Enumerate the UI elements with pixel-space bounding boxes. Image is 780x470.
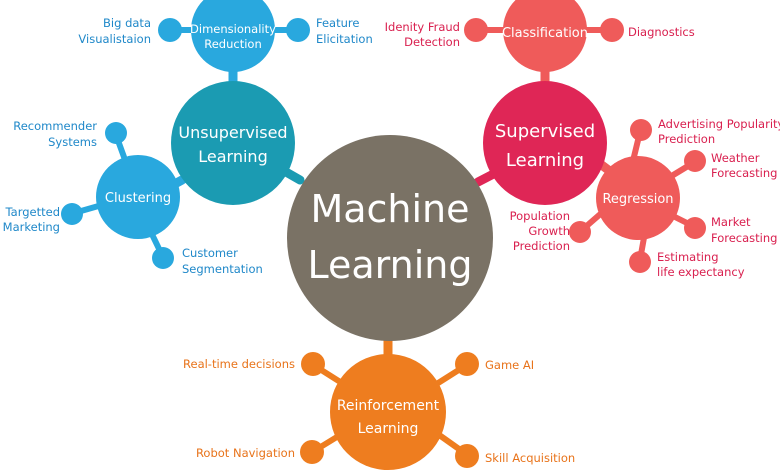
leaf-label-population-2: Growth xyxy=(528,224,570,238)
leaf-label-advertising-2: Prediction xyxy=(658,132,715,146)
leaf-label-customer-2: Segmentation xyxy=(182,262,263,276)
leaf-label-market-2: Forecasting xyxy=(711,231,777,245)
leaf-dot-bigdata xyxy=(158,18,182,42)
node-center: Machine Learning xyxy=(287,135,493,341)
node-reinforcement: Reinforcement Learning xyxy=(330,354,446,470)
leaf-dot-customer xyxy=(152,247,174,269)
reinforcement-leaf-labels: Real-time decisions Game AI Robot Naviga… xyxy=(183,357,575,465)
dimensionality-circle xyxy=(191,0,275,72)
center-circle xyxy=(287,135,493,341)
leaf-label-population-3: Prediction xyxy=(513,239,570,253)
center-label-2: Learning xyxy=(308,243,473,287)
leaf-dot-population xyxy=(569,221,591,243)
reinforcement-circle xyxy=(330,354,446,470)
unsupervised-circle xyxy=(171,81,295,205)
leaf-label-gameai: Game AI xyxy=(485,358,534,372)
leaf-label-skill: Skill Acquisition xyxy=(485,451,575,465)
leaf-label-advertising-1: Advertising Popularity xyxy=(658,117,780,131)
leaf-label-population-1: Population xyxy=(510,209,570,223)
leaf-dot-realtime xyxy=(301,352,325,376)
node-unsupervised: Unsupervised Learning xyxy=(171,81,295,205)
leaf-label-targetted-2: Marketing xyxy=(3,220,60,234)
dimensionality-label-2: Reduction xyxy=(204,37,262,51)
classification-label: Classification xyxy=(502,26,588,41)
reinforcement-label-1: Reinforcement xyxy=(337,398,440,414)
leaf-label-diagnostics: Diagnostics xyxy=(628,25,695,39)
node-clustering: Clustering xyxy=(96,155,180,239)
leaf-dot-fraud xyxy=(464,18,488,42)
dimensionality-label-1: Dimensionality xyxy=(190,22,276,36)
leaf-dot-robot xyxy=(300,440,324,464)
node-dimensionality: Dimensionality Reduction xyxy=(190,0,276,72)
reinforcement-label-2: Learning xyxy=(358,421,419,437)
leaf-label-bigdata-1: Big data xyxy=(103,16,151,30)
leaf-label-feature-1: Feature xyxy=(316,16,359,30)
regression-circle xyxy=(596,156,680,240)
classification-circle xyxy=(503,0,587,72)
leaf-dot-advertising xyxy=(630,119,652,141)
clustering-circle xyxy=(96,155,180,239)
leaf-label-fraud-2: Detection xyxy=(404,35,460,49)
supervised-leaf-labels: Idenity Fraud Detection Diagnostics Adve… xyxy=(385,20,780,279)
node-classification: Classification xyxy=(502,0,588,72)
unsupervised-leaf-labels: Big data Visualistaion Feature Elicitati… xyxy=(3,16,373,276)
leaf-label-feature-2: Elicitation xyxy=(316,32,373,46)
leaf-label-robot: Robot Navigation xyxy=(196,446,295,460)
supervised-label-2: Learning xyxy=(506,150,584,171)
leaf-label-life-2: life expectancy xyxy=(657,265,745,279)
leaf-label-life-1: Estimating xyxy=(657,250,719,264)
leaf-label-market-1: Market xyxy=(711,215,751,229)
leaf-dot-feature xyxy=(286,18,310,42)
leaf-label-bigdata-2: Visualistaion xyxy=(78,32,151,46)
center-label-1: Machine xyxy=(310,187,469,231)
node-regression: Regression xyxy=(596,156,680,240)
unsupervised-label-2: Learning xyxy=(198,147,267,166)
leaf-label-realtime: Real-time decisions xyxy=(183,357,295,371)
supervised-circle xyxy=(483,81,607,205)
leaf-label-customer-1: Customer xyxy=(182,246,238,260)
regression-label: Regression xyxy=(602,192,673,207)
supervised-label-1: Supervised xyxy=(495,121,595,142)
leaf-dot-life xyxy=(629,251,651,273)
node-supervised: Supervised Learning xyxy=(483,81,607,205)
leaf-dots xyxy=(61,18,706,468)
leaf-dot-skill xyxy=(455,444,479,468)
unsupervised-label-1: Unsupervised xyxy=(178,123,287,142)
leaf-label-weather-1: Weather xyxy=(711,151,760,165)
leaf-dot-gameai xyxy=(455,352,479,376)
leaf-label-targetted-1: Targetted xyxy=(5,205,60,219)
leaf-label-fraud-1: Idenity Fraud xyxy=(385,20,460,34)
leaf-dot-weather xyxy=(684,150,706,172)
leaf-dot-market xyxy=(684,217,706,239)
clustering-label: Clustering xyxy=(105,191,171,206)
leaf-label-recommender-1: Recommender xyxy=(13,119,97,133)
leaf-label-weather-2: Forecasting xyxy=(711,166,777,180)
leaf-dot-recommender xyxy=(105,122,127,144)
leaf-dot-diagnostics xyxy=(600,18,624,42)
leaf-dot-targetted xyxy=(61,203,83,225)
leaf-label-recommender-2: Systems xyxy=(48,135,97,149)
